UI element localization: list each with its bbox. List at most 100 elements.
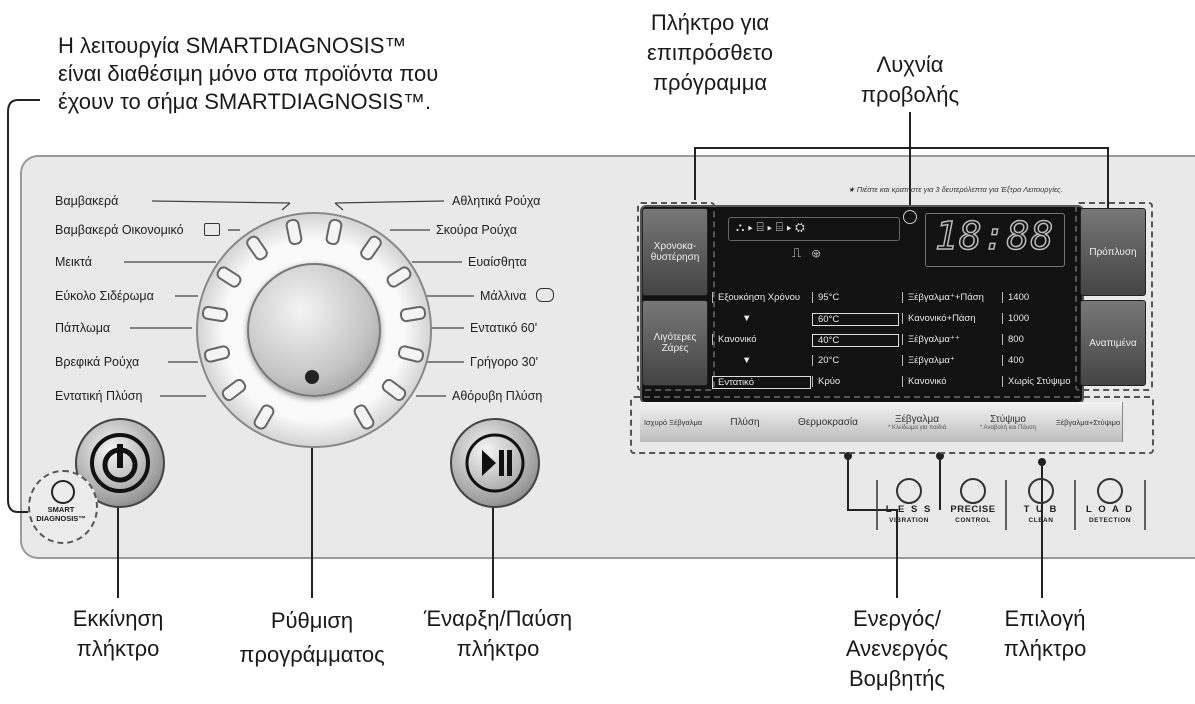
lcd-soil-value: Εξουκόηση Χρόνου bbox=[712, 292, 810, 303]
precise-control-line1: PRECISE bbox=[950, 504, 996, 515]
indicator-lamp bbox=[903, 210, 917, 224]
lcd-rinse-value: Ξέβγαλμα⁺⁺ bbox=[902, 334, 998, 345]
callout-lamp-line2: προβολής bbox=[860, 82, 960, 107]
program-label-mixed: Μεικτά bbox=[55, 255, 92, 269]
program-label-wool: Μάλλινα bbox=[480, 289, 527, 303]
time-display-frame bbox=[925, 213, 1065, 267]
callout-buzzer-line3: Βομβητής bbox=[848, 666, 945, 691]
lcd-temp-value: 95°C bbox=[812, 292, 898, 303]
option-button[interactable]: Ξέβγαλμα* Κλείδωμα για παιδιά bbox=[872, 402, 963, 442]
less-vibration-line2: VIBRATION bbox=[889, 517, 929, 524]
option-button-label: Θερμοκρασία bbox=[798, 416, 858, 428]
tub-clean-feature: T U B CLEAN bbox=[1010, 478, 1072, 526]
badge-line1: SMART bbox=[47, 505, 75, 514]
callout-buzzer-line1: Ενεργός/ bbox=[853, 606, 941, 631]
lcd-spin-value: 800 bbox=[1002, 334, 1078, 345]
smartdiagnosis-badge-text: SMART DIAGNOSIS™ bbox=[30, 505, 92, 523]
option-button-label: Ισχυρό Ξέβγαλμα bbox=[643, 417, 703, 427]
callout-extra-program-line3: πρόγραμμα bbox=[652, 70, 768, 95]
lcd-temp-value: 20°C bbox=[812, 355, 898, 366]
option-button[interactable]: Ξέβγαλμα+Στύψιμο bbox=[1054, 402, 1123, 442]
pre-wash-button[interactable]: Πρόπλυση bbox=[1080, 208, 1146, 296]
side-buttons-right-frame bbox=[1075, 202, 1153, 391]
tub-clean-line2: CLEAN bbox=[1028, 517, 1054, 524]
callout-program: Ρύθμιση προγράμματος bbox=[232, 604, 392, 672]
play-pause-icon bbox=[465, 433, 525, 493]
precise-control-icon bbox=[960, 478, 986, 504]
lcd-temp-value: 40°C bbox=[812, 334, 899, 347]
lcd-soil-value: ▼ bbox=[742, 355, 752, 366]
crease-care-button[interactable]: Λιγότερες Ζάρες bbox=[642, 300, 708, 386]
tub-clean-line1: T U B bbox=[1023, 504, 1059, 515]
program-label-cotton-eco: Βαμβακερά Οικονομικό bbox=[55, 223, 184, 237]
callout-option: Επιλογή πλήκτρο bbox=[985, 604, 1105, 664]
load-detection-line1: L O A D bbox=[1086, 504, 1134, 515]
start-pause-button[interactable] bbox=[450, 418, 540, 508]
delay-end-button[interactable]: Χρονοκα- θυστέρηση bbox=[642, 208, 708, 296]
lcd-spin-value: 1400 bbox=[1002, 292, 1078, 303]
option-button[interactable]: Πλύση bbox=[706, 402, 785, 442]
side-buttons-left-frame bbox=[637, 202, 715, 391]
cycle-progress-arrows: ⛬ ▸ ⌸ ▸ ⌸ ▸ ⛭ bbox=[736, 220, 805, 234]
option-button[interactable]: Στύψιμο* Αναβολή και Πάυση bbox=[962, 402, 1055, 442]
option-button[interactable]: Θερμοκρασία bbox=[784, 402, 873, 442]
option-button-label: Πλύση bbox=[730, 416, 760, 428]
callout-option-line1: Επιλογή bbox=[1004, 606, 1086, 631]
program-label-quick-30: Γρήγορο 30' bbox=[470, 355, 538, 369]
extra-functions-hint: ★ Πιέστε και κρατήστε για 3 δευτερόλεπτα… bbox=[848, 185, 1063, 194]
smartdiagnosis-icon bbox=[51, 480, 75, 504]
option-button[interactable]: Ισχυρό Ξέβγαλμα bbox=[640, 402, 707, 442]
program-label-sportswear: Αθλητικά Ρούχα bbox=[452, 194, 541, 208]
callout-lamp: Λυχνία προβολής bbox=[835, 50, 985, 110]
favorite-button[interactable]: Αναπιμένα bbox=[1080, 300, 1146, 386]
option-button-label: Στύψιμο bbox=[990, 413, 1026, 425]
callout-start-pause-line2: πλήκτρο bbox=[456, 636, 540, 661]
callout-buzzer: Ενεργός/ Ανενεργός Βομβητής bbox=[832, 604, 962, 694]
program-label-dark-wash: Σκούρα Ρούχα bbox=[436, 223, 517, 237]
lcd-temp-value: Κρύο bbox=[812, 376, 898, 387]
lcd-rinse-value: Ξέβγαλμα⁺+Πάση bbox=[902, 292, 998, 303]
callout-program-line1: Ρύθμιση bbox=[270, 608, 354, 633]
time-display: 18:88 bbox=[934, 213, 1055, 259]
less-vibration-icon bbox=[896, 478, 922, 504]
program-label-intensive: Εντατική Πλύση bbox=[55, 389, 143, 403]
callout-extra-program-line1: Πλήκτρο για bbox=[650, 10, 770, 35]
program-label-delicates: Ευαίσθητα bbox=[468, 255, 527, 269]
option-button-sublabel: * Αναβολή και Πάυση bbox=[979, 424, 1037, 431]
program-label-easy-iron: Εύκολο Σιδέρωμα bbox=[55, 289, 154, 303]
lcd-temp-value: 60°C bbox=[812, 313, 899, 326]
option-button-label: Ξέβγαλμα+Στύψιμο bbox=[1055, 417, 1121, 427]
option-button-label: Ξέβγαλμα bbox=[894, 413, 940, 425]
lcd-spin-value: 1000 bbox=[1002, 313, 1078, 324]
cycle-progress-icons bbox=[728, 217, 900, 241]
callout-option-line2: πλήκτρο bbox=[1003, 636, 1087, 661]
power-icon bbox=[90, 433, 150, 493]
program-label-intensive-60: Εντατικό 60' bbox=[470, 321, 538, 335]
callout-start-pause: Έναρξη/Παύση πλήκτρο bbox=[418, 604, 578, 664]
lcd-spin-value: Χωρίς Στύψιμο bbox=[1002, 376, 1078, 387]
callout-lamp-line1: Λυχνία bbox=[876, 52, 944, 77]
note-line-2: είναι διαθέσιμη μόνο στα προϊόντα που bbox=[58, 61, 439, 86]
callout-start-pause-line1: Έναρξη/Παύση bbox=[423, 606, 573, 631]
smartdiagnosis-note: Η λειτουργία SMARTDIAGNOSIS™ είναι διαθέ… bbox=[58, 32, 438, 116]
callout-extra-program-line2: επιπρόσθετο bbox=[646, 40, 774, 65]
program-label-quiet-wash: Αθόρυβη Πλύση bbox=[452, 389, 543, 403]
lcd-spin-value: 400 bbox=[1002, 355, 1078, 366]
dial-center-dot bbox=[305, 370, 319, 384]
program-label-cotton: Βαμβακερά bbox=[55, 194, 119, 208]
callout-power-line2: πλήκτρο bbox=[76, 636, 160, 661]
lcd-rinse-value: Κανονικό+Πάση bbox=[902, 313, 998, 324]
wool-icon bbox=[536, 288, 554, 302]
precise-control-line2: CONTROL bbox=[955, 517, 991, 524]
lcd-soil-value: Εντατικό bbox=[712, 376, 811, 389]
precise-control-feature: PRECISE CONTROL bbox=[942, 478, 1004, 526]
program-label-baby-care: Βρεφικά Ρούχα bbox=[55, 355, 140, 369]
lcd-rinse-value: Ξέβγαλμα⁺ bbox=[902, 355, 998, 366]
tub-clean-icon bbox=[1028, 478, 1054, 504]
callout-extra-program: Πλήκτρο για επιπρόσθετο πρόγραμμα bbox=[620, 8, 800, 98]
option-button-sublabel: * Κλείδωμα για παιδιά bbox=[887, 424, 947, 431]
